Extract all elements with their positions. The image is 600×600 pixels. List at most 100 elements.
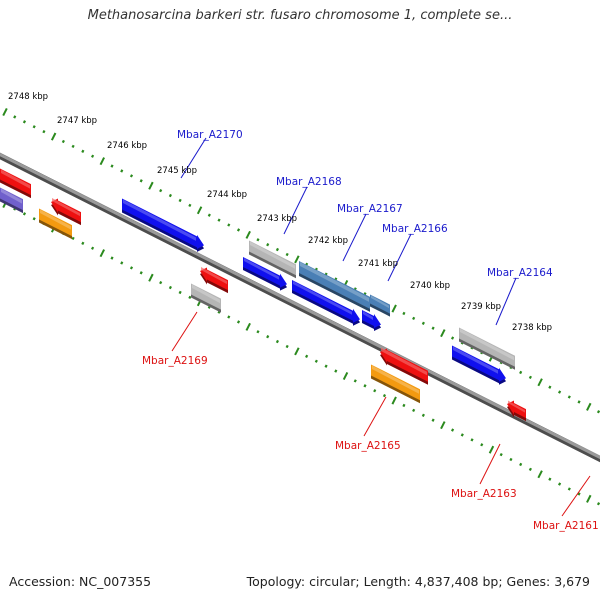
inner-scale-tick xyxy=(110,256,114,260)
inner-scale-tick xyxy=(324,364,328,368)
outer-scale-tick xyxy=(196,206,203,215)
inner-scale-tick xyxy=(596,502,600,506)
inner-scale-tick xyxy=(129,266,134,270)
gene-highlight xyxy=(363,311,373,321)
gene-label-reverse: Mbar_A2161 xyxy=(533,520,599,532)
inner-scale-tick xyxy=(440,421,446,430)
inner-scale-tick xyxy=(139,271,143,275)
outer-scale-tick xyxy=(528,375,532,380)
outer-scale-tick xyxy=(13,115,17,119)
gene-feature xyxy=(122,198,204,252)
inner-scale-tick xyxy=(509,457,513,462)
inner-scale-tick xyxy=(22,212,27,216)
gene-label-connector xyxy=(171,311,198,352)
inner-scale-tick xyxy=(178,290,182,295)
inner-scale-tick xyxy=(480,443,484,447)
outer-scale-tick xyxy=(245,230,251,239)
outer-scale-tick xyxy=(227,223,231,227)
outer-scale-tick xyxy=(294,255,300,264)
inner-scale-tick xyxy=(148,273,154,282)
gene-feature xyxy=(39,208,72,240)
outer-scale-tick xyxy=(421,321,425,325)
inner-scale-tick xyxy=(586,494,592,503)
inner-scale-tick xyxy=(342,371,349,381)
scale-label: 2746 kbp xyxy=(107,141,147,151)
scale-label: 2742 kbp xyxy=(308,236,348,246)
outer-scale-tick xyxy=(567,395,571,399)
gene-label-reverse: Mbar_A2163 xyxy=(451,488,517,500)
outer-scale-tick xyxy=(558,390,562,394)
outer-scale-tick xyxy=(537,378,543,387)
gene-label-connector xyxy=(387,233,412,282)
gene-highlight xyxy=(244,258,279,280)
outer-scale-tick xyxy=(99,157,105,166)
gene-feature xyxy=(243,257,287,291)
inner-scale-tick xyxy=(81,241,85,245)
gene-highlight xyxy=(300,262,369,302)
inner-scale-tick xyxy=(334,369,338,373)
scale-label: 2744 kbp xyxy=(207,190,247,200)
outer-scale-tick xyxy=(431,326,435,330)
inner-scale-tick xyxy=(227,315,231,319)
gene-highlight xyxy=(453,346,498,374)
gene-label-reverse: Mbar_A2165 xyxy=(335,440,401,452)
inner-scale-tick xyxy=(577,492,581,496)
outer-scale-tick xyxy=(285,252,289,257)
scale-label: 2738 kbp xyxy=(512,323,552,333)
inner-scale-tick xyxy=(391,396,397,405)
gene-highlight xyxy=(1,188,22,204)
outer-scale-tick xyxy=(548,385,552,389)
inner-scale-tick xyxy=(431,418,435,422)
inner-scale-tick xyxy=(412,408,416,413)
scale-label: 2743 kbp xyxy=(257,214,297,224)
outer-scale-tick xyxy=(159,188,163,193)
outer-scale-tick xyxy=(71,144,75,149)
gene-label-connector xyxy=(180,137,207,179)
gene-feature xyxy=(459,327,515,370)
scale-label: 2747 kbp xyxy=(57,116,97,126)
outer-scale-tick xyxy=(450,336,455,340)
gene-feature xyxy=(249,240,296,279)
gene-feature xyxy=(0,187,23,214)
gene-label-forward: Mbar_A2167 xyxy=(337,203,403,215)
inner-scale-tick xyxy=(450,428,455,432)
scale-label: 2739 kbp xyxy=(461,302,501,312)
outer-scale-tick xyxy=(42,129,46,134)
scale-label: 2740 kbp xyxy=(410,281,450,291)
gene-label-connector xyxy=(363,396,387,437)
outer-scale-tick xyxy=(519,370,523,375)
outer-scale-tick xyxy=(2,107,8,117)
outer-scale-tick xyxy=(22,120,27,124)
gene-feature xyxy=(299,261,370,312)
outer-scale-tick xyxy=(188,203,192,208)
gene-highlight xyxy=(460,328,514,361)
gene-feature xyxy=(200,267,228,294)
gene-highlight xyxy=(371,295,389,309)
outer-scale-tick xyxy=(178,198,182,203)
inner-scale-tick xyxy=(402,403,406,408)
gene-highlight xyxy=(52,198,80,217)
inner-scale-tick xyxy=(382,393,387,398)
outer-scale-tick xyxy=(50,132,57,141)
outer-scale-tick xyxy=(168,193,172,198)
outer-scale-tick xyxy=(596,410,600,414)
inner-scale-tick xyxy=(558,482,562,486)
inner-scale-tick xyxy=(99,249,105,258)
gene-highlight xyxy=(123,199,196,241)
inner-scale-tick xyxy=(71,236,75,241)
inner-scale-tick xyxy=(353,379,357,383)
inner-scale-tick xyxy=(294,347,300,356)
genome-stats-text: Topology: circular; Length: 4,837,408 bp… xyxy=(246,574,590,589)
gene-feature xyxy=(51,198,81,226)
gene-label-reverse: Mbar_A2169 xyxy=(142,355,208,367)
inner-scale-tick xyxy=(266,335,270,339)
gene-highlight xyxy=(508,400,525,413)
gene-label-connector xyxy=(479,443,501,485)
outer-scale-tick xyxy=(32,125,36,129)
accession-text: Accession: NC_007355 xyxy=(9,574,152,589)
gene-label-connector xyxy=(561,475,591,517)
inner-scale-tick xyxy=(236,320,241,324)
map-title: Methanosarcina barkeri str. fusaro chrom… xyxy=(87,8,513,23)
gene-feature xyxy=(191,283,221,313)
inner-scale-tick xyxy=(90,246,95,250)
